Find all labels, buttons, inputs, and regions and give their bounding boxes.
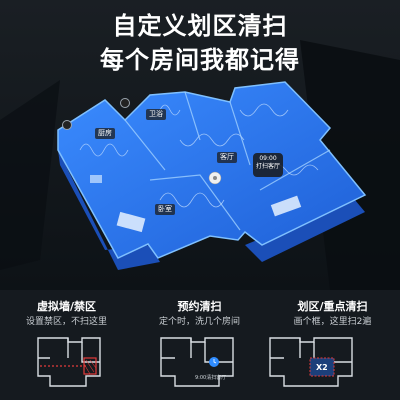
floor-map — [57, 81, 367, 270]
clean-twice-badge: X2 — [316, 363, 328, 372]
feature-subtitle: 画个框，这里扫2遍 — [293, 317, 372, 327]
zone-clean-diagram — [269, 337, 353, 387]
room-label-living: 客厅 — [217, 152, 237, 163]
schedule-time: 09:00 — [259, 155, 277, 162]
room-label-kitchen: 厨房 — [95, 128, 115, 139]
map-pin-icon — [62, 120, 72, 130]
room-label-bedroom: 卧室 — [155, 204, 175, 215]
schedule-bubble: 09:00 打扫客厅 — [253, 153, 283, 177]
features-section: 虚拟墙/禁区 设置禁区，不扫这里 预约清扫 定个时，洗几个房间 — [0, 290, 400, 400]
feature-title: 虚拟墙/禁区 — [36, 300, 97, 313]
feature-subtitle: 设置禁区，不扫这里 — [25, 317, 107, 327]
virtual-wall-diagram — [37, 337, 101, 387]
floor-plan — [57, 81, 367, 270]
feature-title: 划区/重点清扫 — [297, 300, 368, 313]
feature-subtitle: 定个时，洗几个房间 — [158, 317, 240, 327]
schedule-diagram — [160, 337, 234, 387]
feature-virtual-wall: 虚拟墙/禁区 设置禁区，不扫这里 — [0, 290, 133, 400]
headline-line-2: 每个房间我都记得 — [100, 46, 300, 74]
map-pin-icon — [120, 98, 130, 108]
feature-title: 预约清扫 — [177, 300, 222, 313]
schedule-note: 9:00清扫客厅 — [195, 375, 227, 381]
feature-zone-clean: 划区/重点清扫 画个框，这里扫2遍 X2 — [266, 290, 399, 400]
zone-box — [309, 357, 335, 377]
feature-scheduled-clean: 预约清扫 定个时，洗几个房间 9:00清扫客厅 — [133, 290, 266, 400]
schedule-text: 打扫客厅 — [255, 163, 280, 170]
headline-line-1: 自定义划区清扫 — [112, 12, 288, 40]
room-label-bathroom: 卫浴 — [146, 109, 166, 120]
